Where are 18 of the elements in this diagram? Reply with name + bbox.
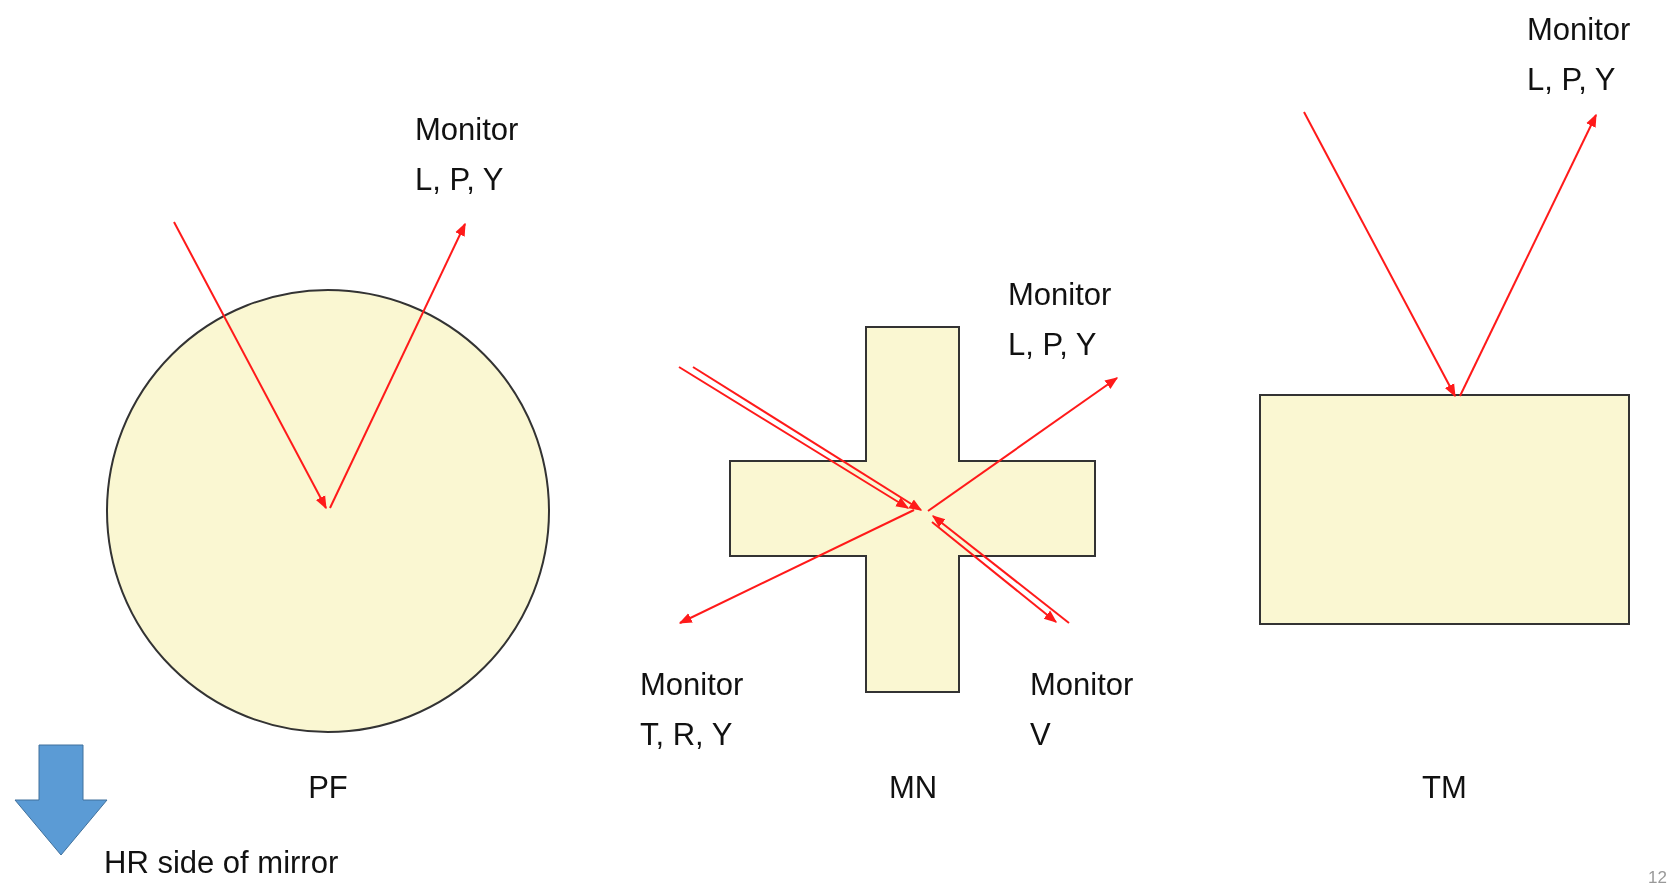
page-number: 12 xyxy=(1648,867,1667,889)
beam-arrow xyxy=(678,509,915,624)
beam-arrow xyxy=(932,515,1070,624)
mirror-label: TM xyxy=(1422,769,1467,807)
mirror-label: MN xyxy=(888,769,938,807)
monitor-label: Monitor L, P, Y xyxy=(1008,276,1113,364)
beam-arrow xyxy=(927,377,1119,512)
mirror-label: PF xyxy=(308,769,348,807)
beam-arrow xyxy=(173,221,327,510)
note: HR side of mirror xyxy=(104,844,339,882)
monitor-label: Monitor L, P, Y xyxy=(1527,11,1632,99)
monitor-label: Monitor L, P, Y xyxy=(415,111,520,199)
monitor-label: Monitor T, R, Y xyxy=(640,666,745,754)
monitor-label: Monitor V xyxy=(1030,666,1135,754)
beam-arrow xyxy=(1459,113,1597,397)
beam-arrow xyxy=(329,222,466,509)
beam-arrow xyxy=(1303,111,1456,398)
beam-arrow xyxy=(931,521,1057,623)
